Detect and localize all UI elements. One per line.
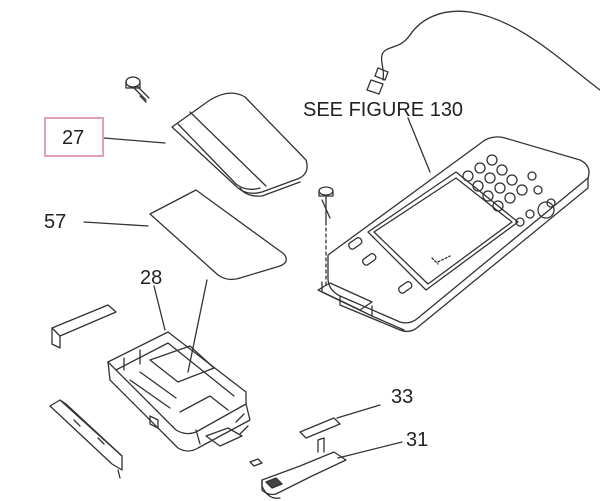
keypad-icon — [462, 154, 556, 227]
sheet-part-57 — [149, 189, 287, 281]
panel-screw-icon — [318, 186, 334, 286]
small-plate — [205, 413, 249, 447]
housing-part-28 — [107, 331, 251, 452]
screw-icon — [125, 76, 150, 103]
cover-part-27 — [171, 92, 308, 197]
strip-part-33 — [299, 417, 341, 439]
bracket-strip — [51, 304, 117, 349]
bracket-part-31 — [249, 437, 347, 499]
control-panel-assembly — [317, 136, 590, 333]
callout-28: 28 — [140, 267, 163, 289]
callout-33: 33 — [391, 386, 414, 408]
callout-57: 57 — [44, 211, 67, 233]
callout-31: 31 — [406, 429, 429, 451]
see-figure-label: SEE FIGURE 130 — [303, 99, 464, 121]
highlight-box-27 — [44, 117, 104, 157]
callout-27: 27 — [62, 127, 85, 149]
mounting-bracket — [49, 399, 123, 479]
panel-cable — [366, 10, 600, 95]
leader-lines — [83, 117, 431, 459]
